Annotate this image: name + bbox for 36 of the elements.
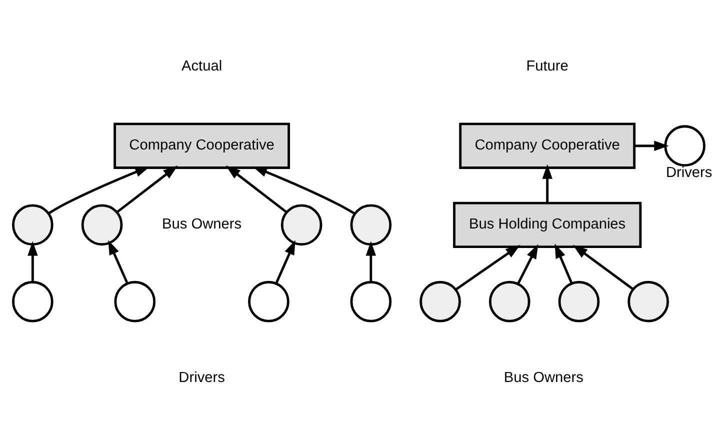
arrow <box>275 240 296 284</box>
node-circle <box>350 204 392 246</box>
arrow <box>554 244 573 284</box>
label: Actual <box>182 58 222 75</box>
node-circle <box>280 204 322 246</box>
arrow <box>48 166 150 214</box>
arrow <box>252 166 356 215</box>
node-circle <box>558 280 600 322</box>
arrow <box>28 241 38 282</box>
label: Drivers <box>178 370 225 386</box>
node-circle <box>350 280 392 322</box>
node-circle <box>81 204 123 246</box>
arrow <box>226 166 288 214</box>
node-box: Bus Holding Companies <box>453 202 642 248</box>
label: Bus Owners <box>162 216 242 233</box>
arrow <box>366 241 376 282</box>
node-circle <box>628 280 669 322</box>
node-circle <box>664 125 706 167</box>
arrow <box>108 240 129 284</box>
node-circle <box>420 280 461 322</box>
node-circle <box>12 204 54 246</box>
arrow <box>455 244 520 290</box>
node-circle <box>248 280 290 322</box>
node-box: Company Cooperative <box>459 122 636 169</box>
node-circle <box>12 280 54 322</box>
node-circle <box>488 280 530 322</box>
arrow <box>516 244 538 284</box>
arrow <box>116 166 178 214</box>
node-box: Company Cooperative <box>114 122 290 169</box>
label: Future <box>526 58 568 75</box>
label: Bus Owners <box>504 370 584 386</box>
arrow <box>634 140 669 151</box>
node-label: Drivers <box>666 164 712 181</box>
arrow <box>572 244 634 290</box>
arrow <box>542 164 552 203</box>
node-circle <box>114 280 156 322</box>
